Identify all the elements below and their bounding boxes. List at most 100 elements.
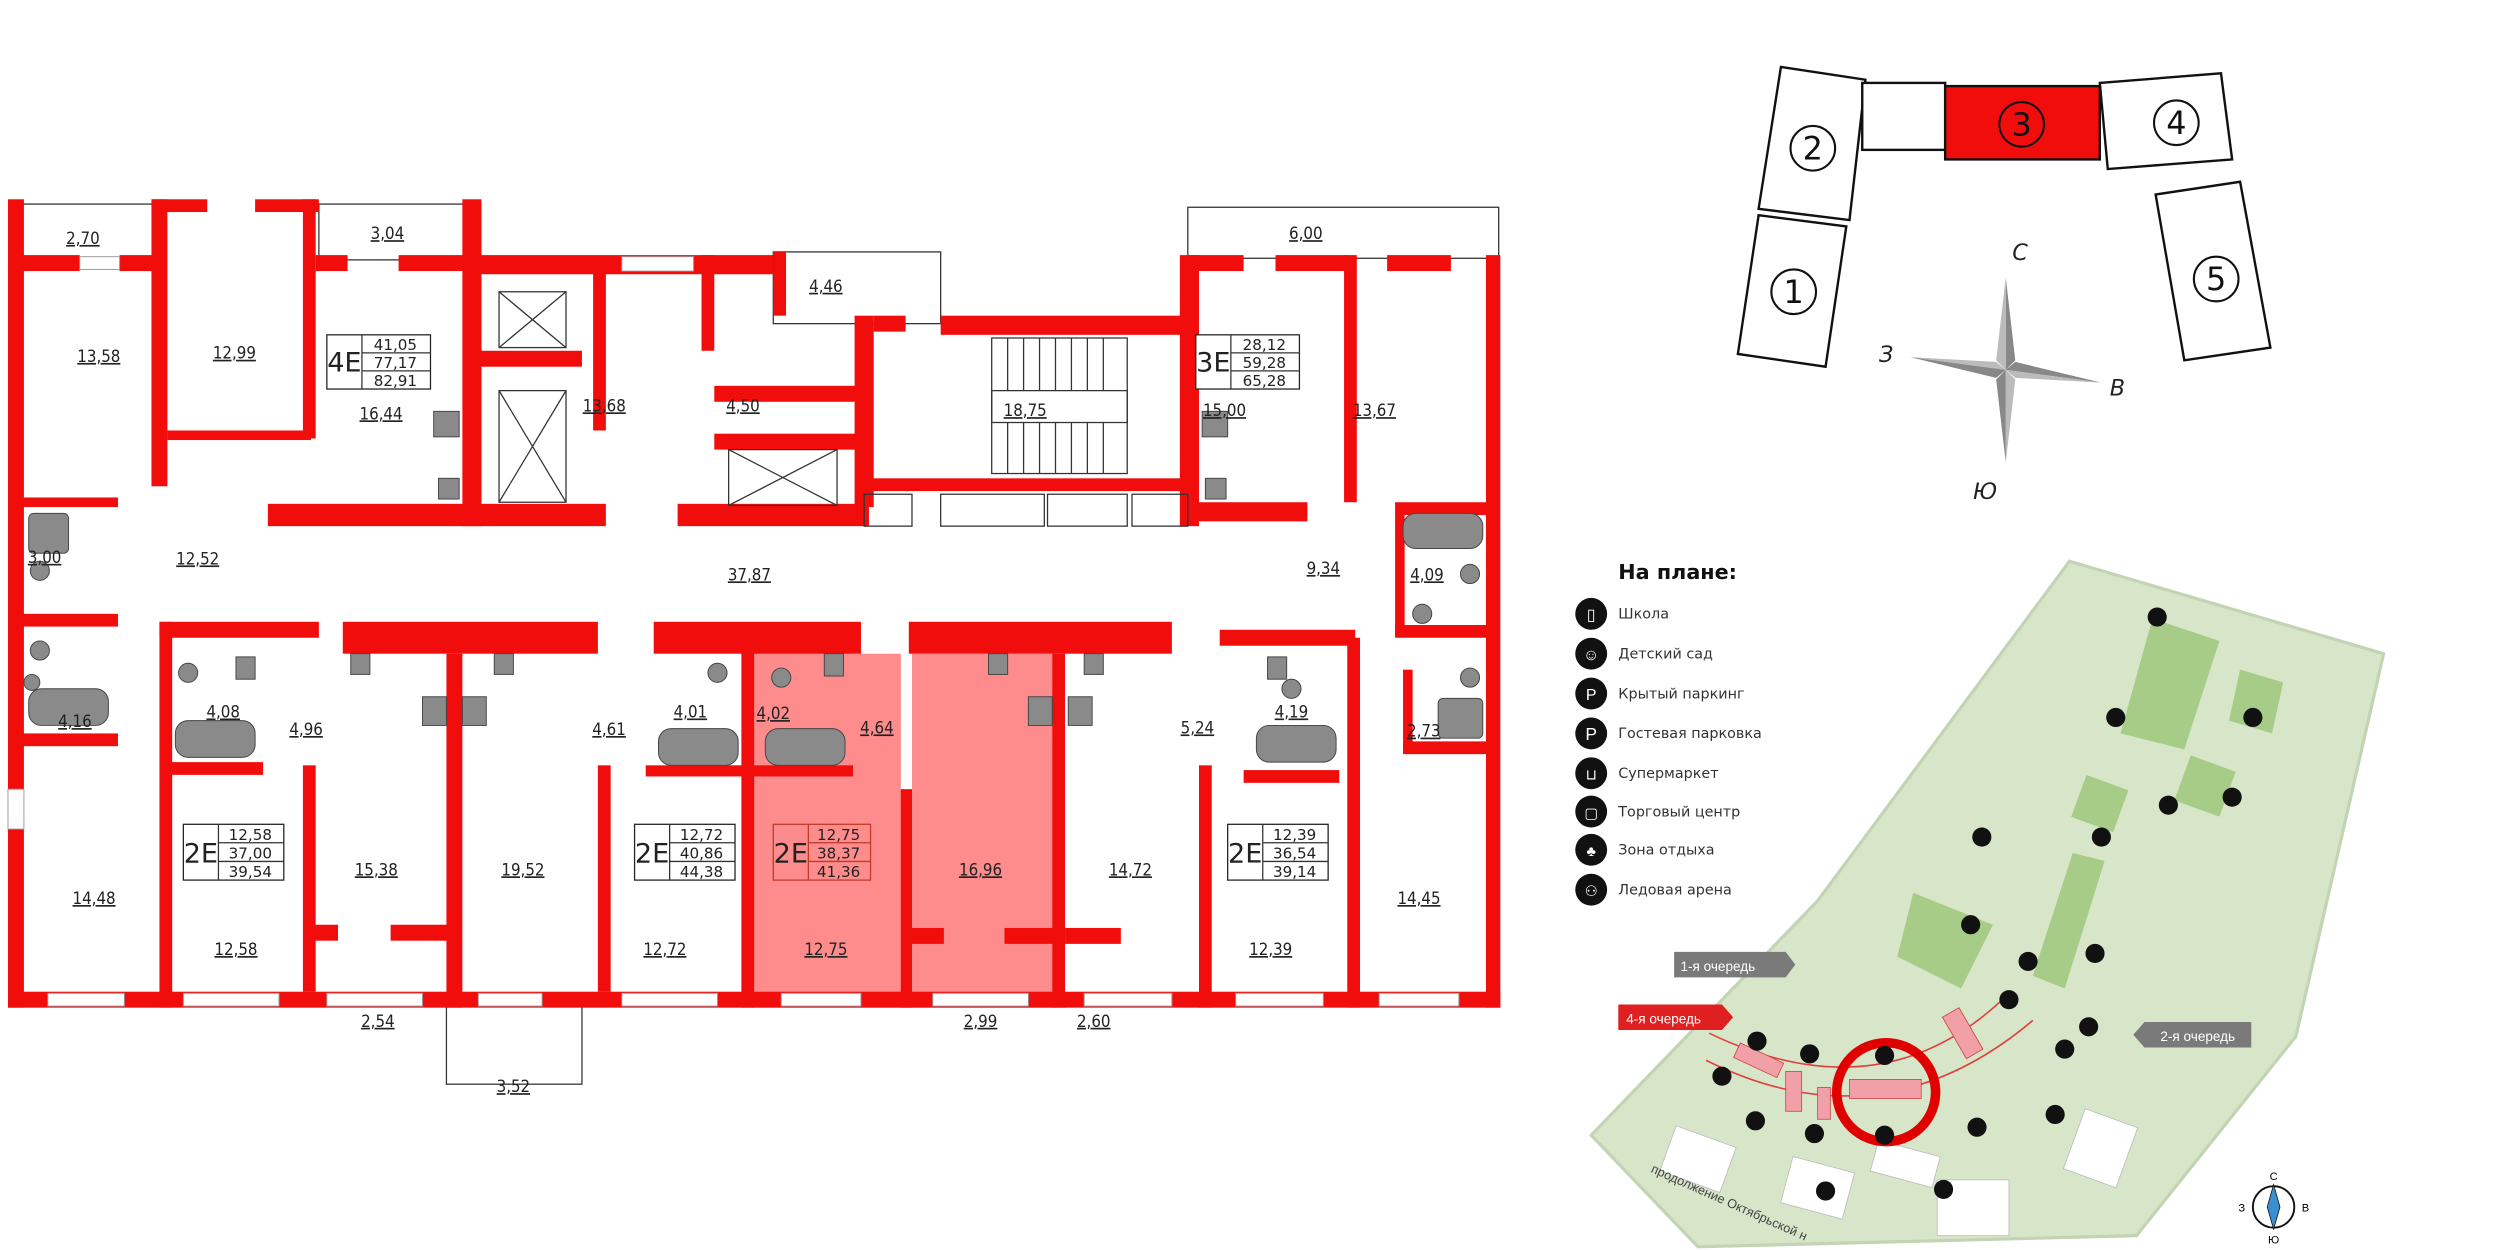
svg-text:▢: ▢	[1584, 806, 1598, 822]
legend-item-covered-parking: P Крытый паркинг	[1575, 677, 1745, 710]
svg-text:⚇: ⚇	[1585, 884, 1598, 900]
compass-west: З	[1879, 342, 1893, 368]
living-area: 12,39	[1273, 826, 1316, 844]
legend-item-supermarket: ⊔ Супермаркет	[1575, 757, 1719, 790]
apartment-type: 2E	[184, 839, 218, 870]
stove-icon	[422, 410, 1229, 726]
queue-label-2: 2-я очередь	[2133, 1022, 2252, 1048]
svg-text:Супермаркет: Супермаркет	[1618, 766, 1718, 782]
elevator	[498, 291, 838, 507]
section-5[interactable]	[2154, 180, 2272, 362]
room-area: 4,19	[1275, 701, 1309, 721]
apartment-info-3e[interactable]: 3E 28,12 59,28 65,28	[1195, 334, 1301, 390]
svg-text:Ледовая арена: Ледовая арена	[1618, 882, 1732, 898]
svg-text:Крытый паркинг: Крытый паркинг	[1618, 686, 1744, 702]
svg-text:P: P	[1586, 687, 1597, 704]
section-1[interactable]	[1736, 213, 1848, 369]
svg-text:В: В	[2302, 1203, 2309, 1215]
svg-text:P: P	[1585, 724, 1597, 744]
legend-title: На плане:	[1618, 560, 1737, 584]
room-area: 12,39	[1249, 939, 1292, 959]
phase-4-buildings	[1705, 995, 2034, 1120]
room-area: 14,45	[1397, 888, 1440, 908]
sink-icon	[23, 477, 1481, 699]
site-map[interactable]: 1-я очередь 4-я очередь 2-я очередь прод…	[1588, 559, 2386, 1249]
tree-icon	[1575, 833, 1608, 866]
room-area: 14,72	[1109, 859, 1152, 879]
legend-item-ice-arena: ⚇ Ледовая арена	[1575, 873, 1732, 906]
apartment-info-2e[interactable]: 2E 12,72 40,86 44,38	[633, 823, 736, 881]
apartment-info-2e-selected[interactable]: 2E 12,75 38,37 41,36	[772, 823, 872, 881]
svg-text:С: С	[2270, 1171, 2278, 1183]
section-4[interactable]	[2098, 72, 2234, 171]
svg-text:Ю: Ю	[2268, 1235, 2279, 1247]
room-area: 6,00	[1289, 223, 1323, 243]
balcony	[772, 251, 942, 325]
bathtub-icon	[28, 512, 1484, 766]
svg-text:♣: ♣	[1586, 844, 1595, 860]
room-area: 4,09	[1410, 564, 1444, 584]
total-area: 37,00	[229, 844, 272, 862]
balcony	[1187, 206, 1500, 259]
room-area: 4,16	[58, 711, 92, 731]
section-connector	[1861, 81, 1947, 152]
room-area: 37,87	[728, 564, 771, 584]
living-area: 28,12	[1243, 336, 1286, 354]
room-area: 18,75	[1004, 400, 1047, 420]
section-number: 3	[2012, 106, 2032, 144]
room-area: 12,52	[176, 548, 219, 568]
room-area: 2,99	[964, 1011, 998, 1031]
room-area: 15,38	[355, 859, 398, 879]
room-area: 16,44	[360, 403, 403, 423]
building-section-key	[1736, 65, 2272, 369]
apartment-type: 2E	[774, 839, 808, 870]
room-area: 12,75	[804, 939, 847, 959]
apartment-type: 2E	[635, 839, 669, 870]
area-with-balcony: 39,14	[1273, 863, 1316, 881]
compass-north: С	[2012, 240, 2028, 266]
room-area: 3,52	[497, 1076, 531, 1096]
area-with-balcony: 82,91	[374, 372, 417, 390]
total-area: 36,54	[1273, 844, 1316, 862]
svg-text:⊔: ⊔	[1586, 768, 1597, 784]
svg-text:4-я очередь: 4-я очередь	[1626, 1012, 1701, 1027]
windows	[7, 256, 1460, 1007]
storage-units	[863, 493, 1189, 527]
svg-text:2-я очередь: 2-я очередь	[2160, 1029, 2235, 1044]
room-area: 14,48	[73, 888, 116, 908]
room-area: 3,00	[28, 547, 62, 567]
svg-text:▯: ▯	[1587, 607, 1596, 624]
room-area: 4,46	[809, 276, 843, 296]
room-area: 12,99	[213, 343, 256, 363]
compass-east: В	[2110, 375, 2125, 401]
shopping-bag-icon	[1575, 795, 1608, 828]
room-area: 13,67	[1353, 400, 1396, 420]
area-with-balcony: 39,54	[229, 863, 272, 881]
living-area: 12,75	[817, 826, 860, 844]
room-area: 4,02	[757, 703, 791, 723]
living-area: 41,05	[374, 336, 417, 354]
legend-item-mall: ▢Торговый центр	[1575, 795, 1740, 828]
apartment-info-2e[interactable]: 2E 12,39 36,54 39,14	[1227, 823, 1329, 881]
room-area: 2,60	[1077, 1011, 1111, 1031]
book-icon	[1575, 597, 1608, 630]
area-with-balcony: 41,36	[817, 863, 860, 881]
apartment-info-2e[interactable]: 2E 12,58 37,00 39,54	[182, 823, 285, 881]
room-area: 4,01	[674, 701, 708, 721]
section-2[interactable]	[1757, 65, 1867, 222]
section-number: 4	[2166, 104, 2186, 142]
svg-text:Зона отдыха: Зона отдыха	[1618, 843, 1714, 859]
room-area: 4,61	[592, 719, 626, 739]
svg-text:Детский сад: Детский сад	[1618, 646, 1713, 662]
room-area: 4,96	[289, 719, 323, 739]
room-area-labels: 2,70 3,04 13,58 12,99 16,44 13,68 4,46 4…	[28, 223, 1444, 1096]
svg-text:Гостевая парковка: Гостевая парковка	[1618, 726, 1761, 742]
svg-text:Школа: Школа	[1618, 607, 1669, 623]
svg-text:З: З	[2238, 1203, 2245, 1215]
apartment-info-4e[interactable]: 4E 41,05 77,17 82,91	[326, 334, 432, 390]
site-compass-icon: С З В Ю	[2238, 1171, 2309, 1247]
svg-text:☺: ☺	[1583, 647, 1599, 664]
covered-parking-icon	[1575, 677, 1608, 710]
staircase	[991, 337, 1128, 475]
